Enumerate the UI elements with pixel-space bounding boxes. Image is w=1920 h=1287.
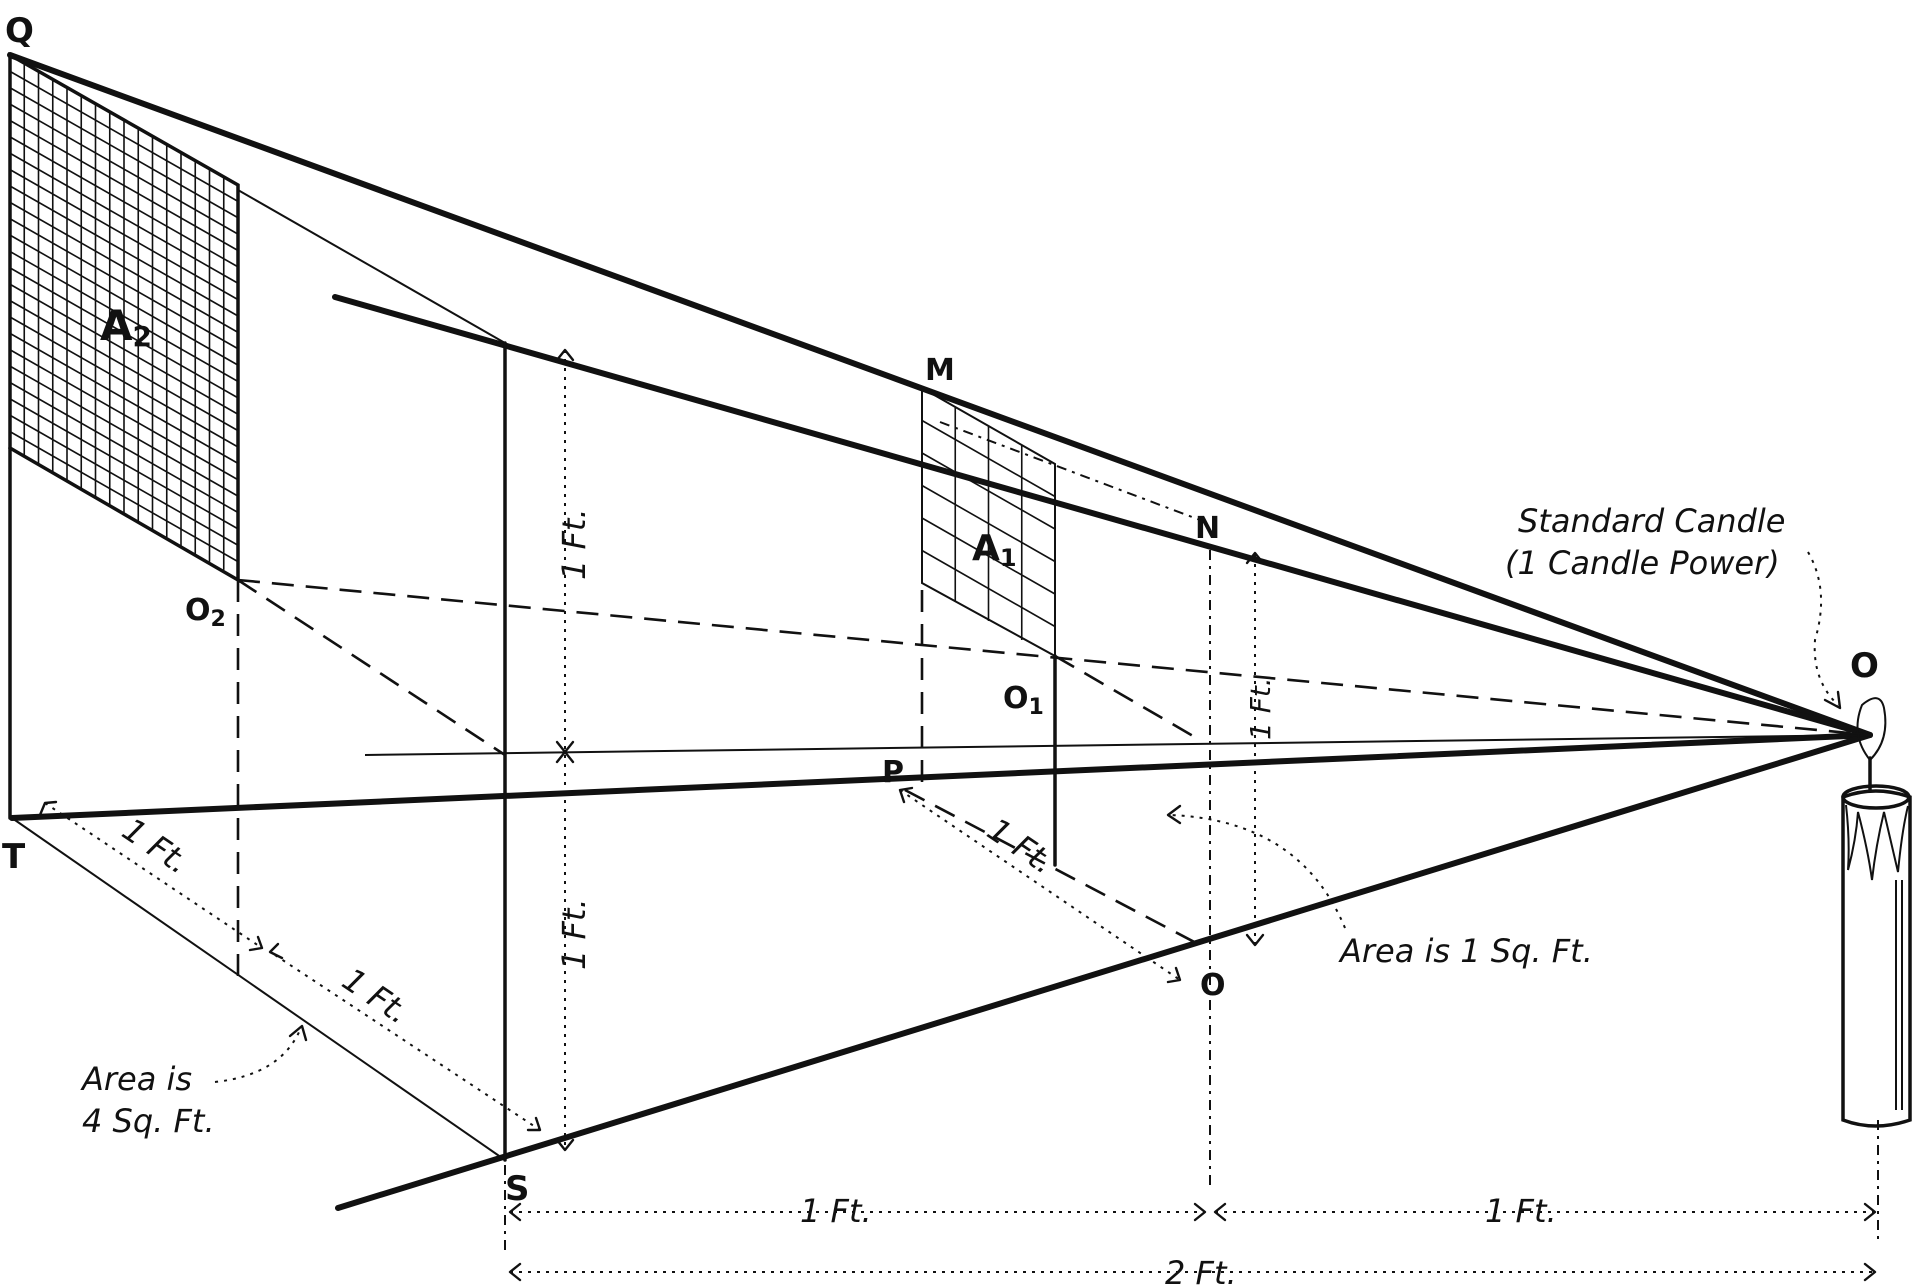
candle-label-line2: (1 Candle Power)	[1505, 544, 1780, 582]
horizontal-dimensions	[508, 1202, 1877, 1282]
grid-line	[9, 119, 239, 252]
grid-line	[9, 218, 239, 350]
oblique-dimensions	[38, 786, 1182, 1132]
point-labels: Q T S M N O O P O1 O2 A1 A2	[2, 11, 1879, 1209]
dim-vertical-lower: 1 Ft.	[555, 898, 593, 970]
grid-line	[9, 267, 239, 399]
label-o2: O2	[185, 593, 226, 632]
vertical-dimensions	[555, 348, 1265, 1152]
grid-line	[921, 517, 1056, 595]
grid-line	[9, 201, 239, 334]
grid-line	[921, 484, 1056, 563]
leader-arrows	[214, 551, 1842, 1083]
area-1-sq-ft-label: Area is 1 Sq. Ft.	[1338, 932, 1593, 970]
annotations: Standard Candle (1 Candle Power) Area is…	[80, 502, 1785, 1140]
grid-line	[9, 316, 239, 448]
grid-line	[9, 398, 239, 530]
grid-line	[9, 381, 239, 514]
dim-oblique-2: 1 Ft.	[336, 960, 417, 1032]
dim-horizontal-right: 1 Ft.	[1485, 1192, 1557, 1230]
label-p: P	[882, 755, 904, 790]
dim-vertical-right: 1 Ft.	[1244, 677, 1277, 740]
grid-line	[9, 365, 239, 497]
grid-line	[9, 414, 239, 546]
grid-line	[9, 332, 239, 465]
label-m: M	[925, 353, 955, 388]
dim-oblique-1: 1 Ft.	[116, 810, 197, 882]
label-a2: A2	[100, 301, 152, 353]
standard-candle	[1841, 697, 1912, 1128]
grid-line	[921, 549, 1056, 628]
candle-label-line1: Standard Candle	[1518, 502, 1785, 540]
grid-line	[9, 234, 239, 366]
area-4-sq-ft-line2: 4 Sq. Ft.	[82, 1102, 215, 1140]
dim-horizontal-left: 1 Ft.	[800, 1192, 872, 1230]
base-line-ts	[11, 817, 506, 1161]
dim-vertical-upper: 1 Ft.	[555, 508, 593, 580]
grid-line	[9, 185, 239, 317]
grid-line	[9, 152, 239, 284]
grid-line	[9, 349, 239, 481]
grid-line	[9, 430, 239, 563]
grid-line	[921, 452, 1056, 530]
grid-line	[9, 299, 239, 432]
label-n: N	[1195, 511, 1220, 546]
grid-line	[9, 87, 239, 219]
grid-a2	[8, 51, 240, 584]
dim-horizontal-total: 2 Ft.	[1165, 1254, 1237, 1287]
area-4-sq-ft-line1: Area is	[80, 1060, 192, 1098]
grid-line	[9, 70, 239, 203]
label-o-candle: O	[1850, 646, 1879, 686]
grid-line	[9, 283, 239, 415]
grid-line	[9, 136, 239, 268]
label-s: S	[505, 1169, 530, 1209]
grid-line	[9, 168, 239, 301]
label-o-bottom: O	[1200, 968, 1226, 1003]
label-t: T	[2, 837, 26, 877]
grid-line	[9, 103, 239, 235]
grid-line	[921, 419, 1056, 498]
label-o1: O1	[1003, 681, 1044, 720]
grid-line	[9, 250, 239, 383]
vertical-edges	[8, 341, 1879, 1255]
label-a1: A1	[972, 528, 1017, 572]
light-rays	[7, 52, 1873, 1211]
label-q: Q	[5, 11, 34, 51]
